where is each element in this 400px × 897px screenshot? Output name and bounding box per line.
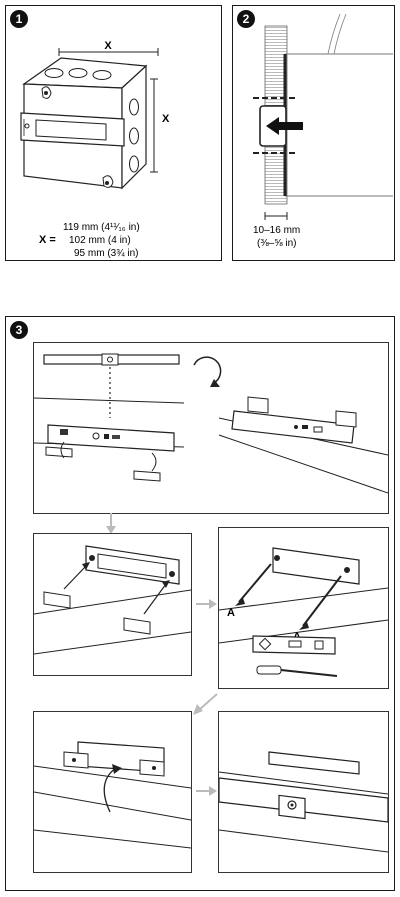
clamp-lift-illustration: [34, 545, 191, 655]
flow-arrow-right-icon: [196, 599, 217, 609]
junction-box-illustration: X X X = 119 mm (4¹¹⁄₁₆ in) 102 mm (4: [20, 40, 170, 259]
flow-arrow-right-2-icon: [196, 786, 217, 796]
x-dimension-label: X: [104, 40, 112, 52]
box-size-119: 119 mm (4¹¹⁄₁₆ in): [63, 222, 140, 233]
box-side-face: [121, 64, 147, 190]
final-mounted-illustration: [219, 751, 388, 853]
step-3-badge: 3: [10, 321, 28, 339]
flow-arrow-down-icon: [106, 513, 116, 534]
step-3-final-frame: [218, 711, 389, 873]
rotate-arrow-icon: [193, 356, 222, 384]
screw-label-a-1: A: [227, 607, 235, 619]
step-3-panel: 3: [5, 316, 395, 891]
box-size-95: 95 mm (3¾ in): [74, 248, 138, 259]
wall-thickness-mm: 10–16 mm: [253, 225, 300, 236]
flow-arrow-diagonal-icon: [193, 693, 218, 715]
step-3-clamp-frame: [33, 533, 192, 676]
box-size-102: 102 mm (4 in): [69, 235, 131, 246]
step-3-overview-frame: [33, 342, 389, 514]
step-1-panel: 1 X X X = 119: [5, 5, 222, 261]
wall-thickness-illustration: 10–16 mm (⅜–⅝ in): [253, 13, 393, 249]
step-3-close-frame: [33, 711, 192, 873]
screwdriver-icon: [256, 665, 338, 677]
step-3-screw-frame: A A: [218, 527, 389, 689]
clamp-close-illustration: [34, 741, 191, 849]
push-arrow: [266, 117, 303, 135]
wall-thickness-in: (⅜–⅝ in): [257, 238, 296, 249]
step-1-badge: 1: [10, 10, 28, 28]
step-2-panel: 2 10–16 mm (⅜–⅝ in): [232, 5, 395, 261]
y-dimension-label: X: [162, 113, 170, 125]
close-rotation-arrow-icon: [103, 767, 117, 813]
box-equation-label: X =: [39, 234, 56, 246]
ceiling-mount-overview: [34, 353, 388, 494]
step-2-badge: 2: [237, 10, 255, 28]
screw-fixing-illustration: A A: [219, 547, 388, 677]
